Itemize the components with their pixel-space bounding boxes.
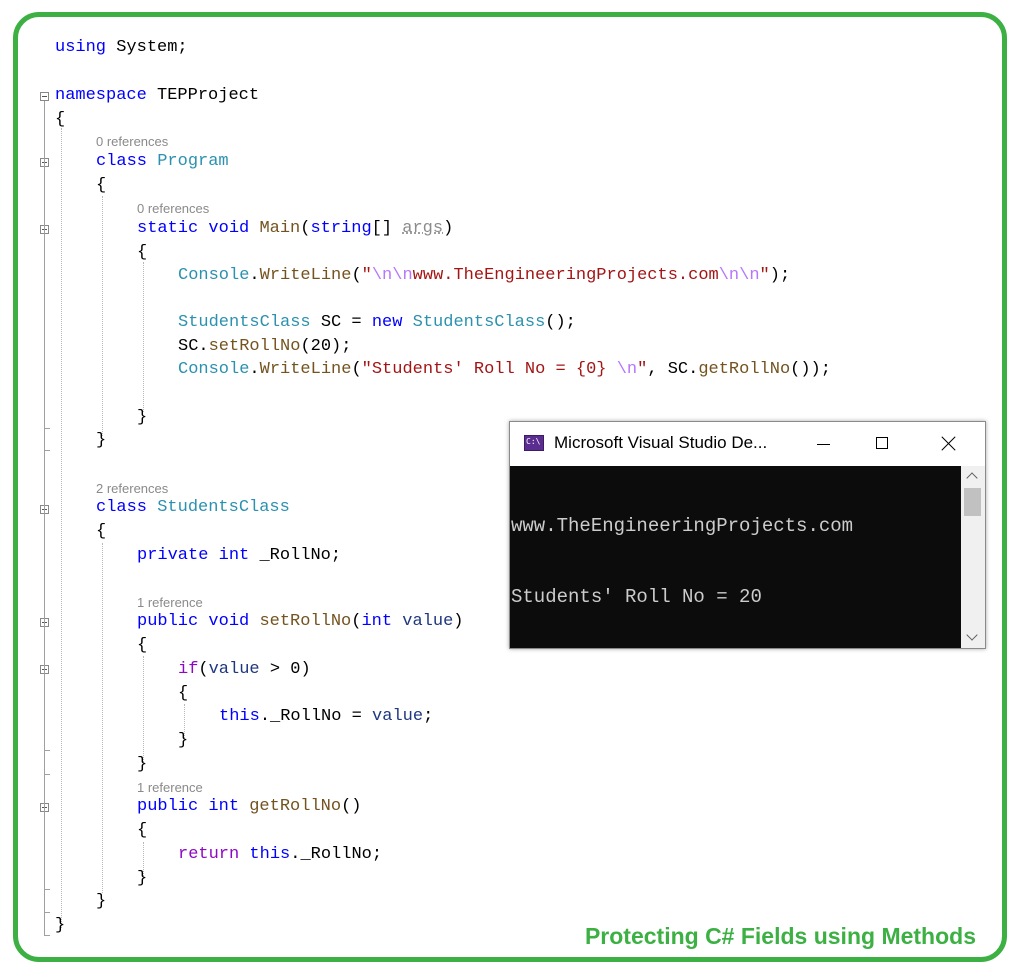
caption-title: Protecting C# Fields using Methods <box>584 923 976 949</box>
fold-end-students <box>44 912 50 913</box>
code-line-brace: { <box>55 110 66 129</box>
code-line-return: return this._RollNo; <box>178 845 383 864</box>
code-line-setroll-call: SC.setRollNo(20); <box>178 337 352 356</box>
code-line-brace: { <box>178 684 189 703</box>
fold-end-setroll <box>44 774 50 775</box>
code-line-main: static void Main(string[] args) <box>137 219 454 238</box>
code-line-getrollno: public int getRollNo() <box>137 797 362 816</box>
code-line-if: if(value > 0) <box>178 660 311 679</box>
fold-connector <box>44 101 45 935</box>
code-line-field: private int _RollNo; <box>137 546 342 565</box>
code-line-setrollno: public void setRollNo(int value) <box>137 612 464 631</box>
indent-guide <box>102 196 103 436</box>
console-scrollbar[interactable] <box>961 466 985 648</box>
code-line-assign: this._RollNo = value; <box>219 707 434 726</box>
code-line-brace: { <box>137 636 148 655</box>
scroll-up-icon[interactable] <box>961 466 985 486</box>
scroll-down-icon[interactable] <box>961 628 985 648</box>
codelens-getrollno[interactable]: 1 reference <box>137 780 203 795</box>
console-title: Microsoft Visual Studio De... <box>554 433 768 452</box>
indent-guide <box>61 128 62 928</box>
code-line-brace: { <box>96 176 107 195</box>
codelens-program[interactable]: 0 references <box>96 134 169 149</box>
indent-guide <box>184 704 185 738</box>
code-line-class-program: class Program <box>96 152 229 171</box>
code-line-writeline-2: Console.WriteLine("Students' Roll No = {… <box>178 360 831 379</box>
code-line-brace: { <box>96 522 107 541</box>
console-window[interactable]: C:\ Microsoft Visual Studio De... www.Th… <box>509 421 986 649</box>
fold-end-namespace <box>44 935 50 936</box>
codelens-setrollno[interactable]: 1 reference <box>137 595 203 610</box>
code-line-brace: } <box>137 755 148 774</box>
maximize-icon[interactable] <box>860 422 906 466</box>
code-line-namespace: namespace TEPProject <box>55 86 260 105</box>
indent-guide <box>102 543 103 893</box>
code-line-class-students: class StudentsClass <box>96 498 290 517</box>
codelens-main[interactable]: 0 references <box>137 201 210 216</box>
fold-end-main <box>44 428 50 429</box>
image-frame <box>13 12 1007 962</box>
code-line-using: using System; <box>55 38 188 57</box>
code-line-brace: } <box>137 869 148 888</box>
close-icon[interactable] <box>926 422 972 466</box>
indent-guide <box>143 656 144 762</box>
minimize-icon[interactable] <box>800 422 846 466</box>
scroll-thumb[interactable] <box>964 488 981 516</box>
console-output-line: Students' Roll No = 20 <box>511 586 762 608</box>
fold-end-if <box>44 750 50 751</box>
fold-namespace-icon[interactable] <box>40 92 49 101</box>
fold-end-program <box>44 450 50 451</box>
codelens-studentsclass[interactable]: 2 references <box>96 481 169 496</box>
code-line-brace: { <box>137 821 148 840</box>
console-output: www.TheEngineeringProjects.com Students'… <box>510 466 985 648</box>
indent-guide <box>143 262 144 412</box>
code-line-brace: } <box>55 916 66 935</box>
code-line-brace: { <box>137 243 148 262</box>
code-line-brace: } <box>96 431 107 450</box>
code-line-new-students: StudentsClass SC = new StudentsClass(); <box>178 313 576 332</box>
console-output-line: www.TheEngineeringProjects.com <box>511 515 854 537</box>
indent-guide <box>143 842 144 876</box>
code-line-writeline-1: Console.WriteLine("\n\nwww.TheEngineerin… <box>178 266 791 285</box>
console-app-icon: C:\ <box>524 435 544 451</box>
code-line-brace: } <box>96 892 107 911</box>
fold-end-getroll <box>44 889 50 890</box>
console-titlebar[interactable]: C:\ Microsoft Visual Studio De... <box>510 422 985 466</box>
code-line-brace: } <box>137 408 148 427</box>
code-line-brace: } <box>178 731 189 750</box>
